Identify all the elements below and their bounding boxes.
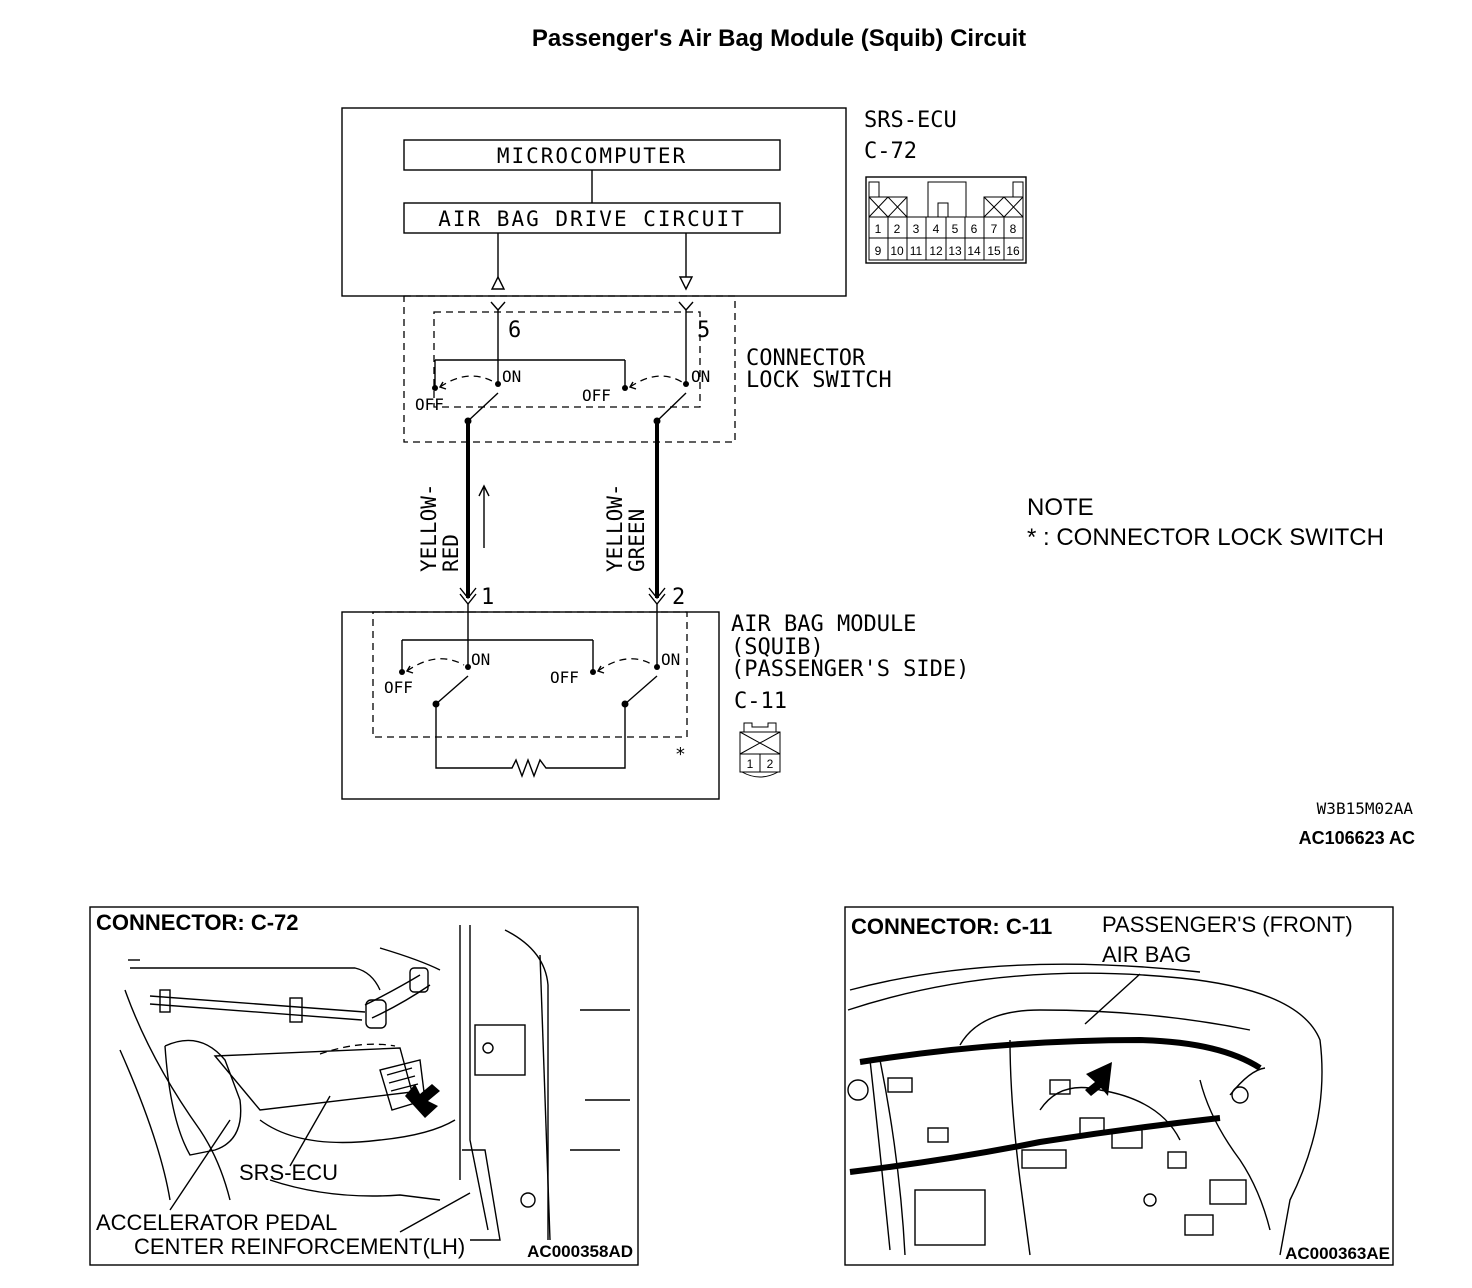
note-text: * : CONNECTOR LOCK SWITCH (1027, 524, 1384, 551)
pin-label: 16 (1006, 244, 1020, 258)
asterisk-mark: * (675, 744, 686, 765)
pin-label: 10 (890, 244, 904, 258)
module-label-1: AIR BAG MODULE (731, 612, 916, 637)
on-label: ON (691, 367, 710, 386)
panel-c72-ecu-label: SRS-ECU (239, 1160, 338, 1185)
arrow-down-icon (648, 587, 666, 600)
off-label: OFF (415, 395, 444, 414)
pin-label: 11 (910, 244, 923, 258)
page-title: Passenger's Air Bag Module (Squib) Circu… (532, 25, 1026, 52)
pin-label: 15 (987, 244, 1001, 258)
arrow-down-icon (459, 587, 477, 600)
off-label: OFF (384, 678, 413, 697)
pin-label: 1 (875, 222, 882, 236)
module-lock-area (372, 611, 688, 738)
off-label: OFF (582, 386, 611, 405)
pin-label: 2 (767, 757, 774, 771)
pin-label: 4 (933, 222, 940, 236)
pin-label: 3 (913, 222, 920, 236)
c72-connector-icon (865, 176, 1027, 264)
panel-c11-title: CONNECTOR: C-11 (851, 914, 1052, 939)
lock-pin-right: 5 (697, 318, 710, 343)
drive-circuit-box (403, 202, 781, 234)
off-label: OFF (550, 668, 579, 687)
pin-label: 14 (967, 244, 981, 258)
lock-switch-label-2: LOCK SWITCH (746, 368, 892, 393)
panel-c72-title: CONNECTOR: C-72 (96, 910, 299, 935)
diagram-code: W3B15M02AA (1317, 799, 1414, 818)
pin-label: 9 (875, 244, 882, 258)
module-pin-left: 1 (481, 585, 494, 610)
panel-c72 (89, 906, 639, 1266)
ecu-label: SRS-ECU (864, 108, 957, 133)
panel-c72-label-2: CENTER REINFORCEMENT(LH) (134, 1234, 465, 1259)
panel-c72-code: AC000358AD (527, 1242, 633, 1261)
drive-circuit-label: AIR BAG DRIVE CIRCUIT (438, 207, 746, 231)
lock-switch-inner (433, 311, 701, 408)
lock-pin-left: 6 (508, 318, 521, 343)
module-label-3: (PASSENGER'S SIDE) (731, 657, 969, 682)
microcomputer-label: MICROCOMPUTER (497, 144, 687, 168)
pin-marker-icon (678, 301, 694, 312)
on-label: ON (661, 650, 680, 669)
on-label: ON (471, 650, 490, 669)
panel-c11-code: AC000363AE (1285, 1244, 1390, 1263)
pin-marker-icon (490, 301, 506, 312)
figure-code: AC106623 AC (1299, 828, 1415, 848)
lock-switch-box (403, 295, 736, 443)
pin-label: 12 (929, 244, 943, 258)
wire-color-right-2: GREEN (625, 509, 649, 572)
pin-label: 5 (952, 222, 959, 236)
triangle-up-icon (490, 275, 506, 290)
module-label-2: (SQUIB) (731, 635, 824, 660)
squib-resistor-icon (435, 704, 626, 778)
triangle-down-icon (678, 276, 694, 291)
lock-switch-label-1: CONNECTOR (746, 346, 866, 371)
c11-connector-icon (739, 722, 781, 778)
panel-c11 (844, 906, 1394, 1266)
pin-label: 6 (971, 222, 978, 236)
panel-c11-label-2: AIR BAG (1102, 942, 1191, 967)
pin-label: 8 (1010, 222, 1017, 236)
on-label: ON (502, 367, 521, 386)
ecu-box (341, 107, 847, 297)
pin-label: 7 (991, 222, 998, 236)
pin-label: 2 (894, 222, 901, 236)
note-heading: NOTE (1027, 494, 1094, 521)
panel-c72-label-1: ACCELERATOR PEDAL (96, 1210, 337, 1235)
ecu-connector-label: C-72 (864, 139, 917, 164)
wire-color-left-2: RED (439, 534, 463, 572)
module-connector-label: C-11 (734, 689, 787, 714)
panel-c11-label-1: PASSENGER'S (FRONT) (1102, 912, 1353, 937)
module-pin-right: 2 (672, 585, 685, 610)
wire-color-right-1: YELLOW- (603, 483, 627, 572)
pin-label: 1 (747, 757, 754, 771)
pin-label: 13 (948, 244, 962, 258)
wire-color-left-1: YELLOW- (417, 483, 441, 572)
